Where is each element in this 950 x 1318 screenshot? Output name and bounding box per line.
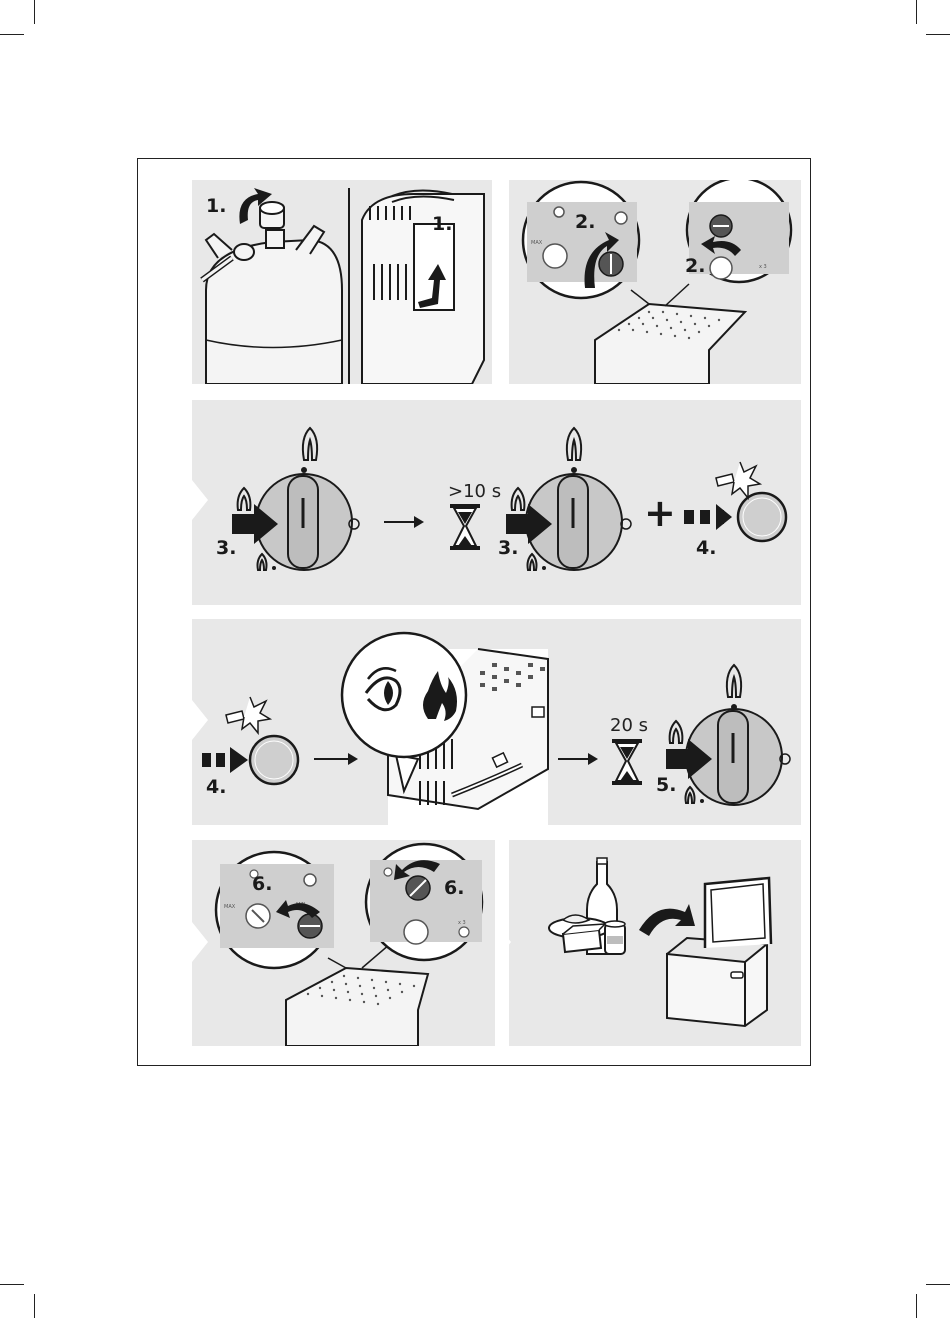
svg-text:2.: 2.: [685, 255, 705, 277]
flame-icon: [670, 721, 683, 743]
svg-text:MAX: MAX: [224, 904, 236, 910]
thermostat-dial: [543, 244, 567, 268]
igniter-button: [738, 493, 786, 541]
svg-text:3.: 3.: [498, 537, 518, 559]
spark-icon: [242, 697, 270, 733]
coolbox-body: [667, 944, 767, 1026]
curved-arrow-icon: [639, 904, 695, 936]
svg-text:4.: 4.: [206, 776, 226, 798]
crop-mark: [926, 1284, 950, 1285]
svg-text:2.: 2.: [575, 211, 595, 233]
flame-small-icon: [258, 554, 267, 570]
crop-mark: [34, 0, 35, 24]
flame-small-icon: [528, 554, 537, 570]
panel-load-food: [509, 840, 801, 1046]
flame-large-icon: [567, 428, 581, 460]
svg-text:6.: 6.: [252, 873, 272, 895]
step-number: 1.: [206, 195, 226, 217]
control-dials-illustration: MAX 2. x 3 2.: [509, 180, 801, 384]
panel-connector: [192, 480, 210, 520]
svg-text:x 3: x 3: [759, 264, 767, 270]
crop-mark: [916, 0, 917, 24]
thermostat-illustration: MAX MIN 6. x 3 6.: [192, 840, 495, 1046]
panel-connector: [495, 922, 513, 962]
gas-cylinder-illustration: 1. 1.: [192, 180, 492, 384]
svg-text:x 3: x 3: [458, 920, 466, 926]
svg-text:+: +: [644, 491, 676, 535]
panel-connect-gas: 1. 1.: [192, 180, 492, 384]
flame-small-icon: [686, 787, 695, 803]
flame-icon: [238, 488, 251, 510]
panel-set-dials: MAX 2. x 3 2.: [509, 180, 801, 384]
load-food-illustration: [509, 840, 801, 1046]
ignition-sequence-illustration: 3. >10 s 3. + 4.: [192, 400, 801, 605]
flame-icon: [512, 488, 525, 510]
crop-mark: [0, 34, 24, 35]
coolbox-handle: [731, 972, 743, 978]
igniter-symbol-icon: [226, 711, 244, 723]
svg-text:MAX: MAX: [531, 240, 543, 246]
fridge-top: [595, 304, 745, 384]
igniter-symbol-icon: [716, 474, 734, 486]
flame-large-icon: [727, 665, 741, 697]
hourglass-icon: [450, 504, 480, 550]
panel-connector: [192, 700, 210, 740]
crop-mark: [926, 34, 950, 35]
hourglass-icon: [612, 739, 642, 785]
fridge-top: [286, 968, 428, 1046]
crop-mark: [34, 1294, 35, 1318]
flame-large-icon: [303, 428, 317, 460]
panel-ignite-sequence: 3. >10 s 3. + 4.: [192, 400, 801, 605]
panel-connector: [192, 922, 210, 962]
verify-flame-illustration: 4. 20 s: [192, 619, 801, 825]
svg-text:6.: 6.: [444, 877, 464, 899]
panel-connector: [492, 262, 510, 302]
panel-set-thermostat: MAX MIN 6. x 3 6.: [192, 840, 495, 1046]
crop-mark: [0, 1284, 24, 1285]
svg-text:5.: 5.: [656, 774, 676, 796]
coolbox-lid: [705, 878, 771, 948]
crop-mark: [916, 1294, 917, 1318]
igniter-button: [250, 736, 298, 784]
svg-text:>10 s: >10 s: [448, 481, 501, 502]
panel-verify-flame: 4. 20 s: [192, 619, 801, 825]
svg-text:3.: 3.: [216, 537, 236, 559]
step-number: 1.: [432, 213, 452, 235]
svg-text:4.: 4.: [696, 537, 716, 559]
svg-text:20 s: 20 s: [610, 715, 648, 736]
